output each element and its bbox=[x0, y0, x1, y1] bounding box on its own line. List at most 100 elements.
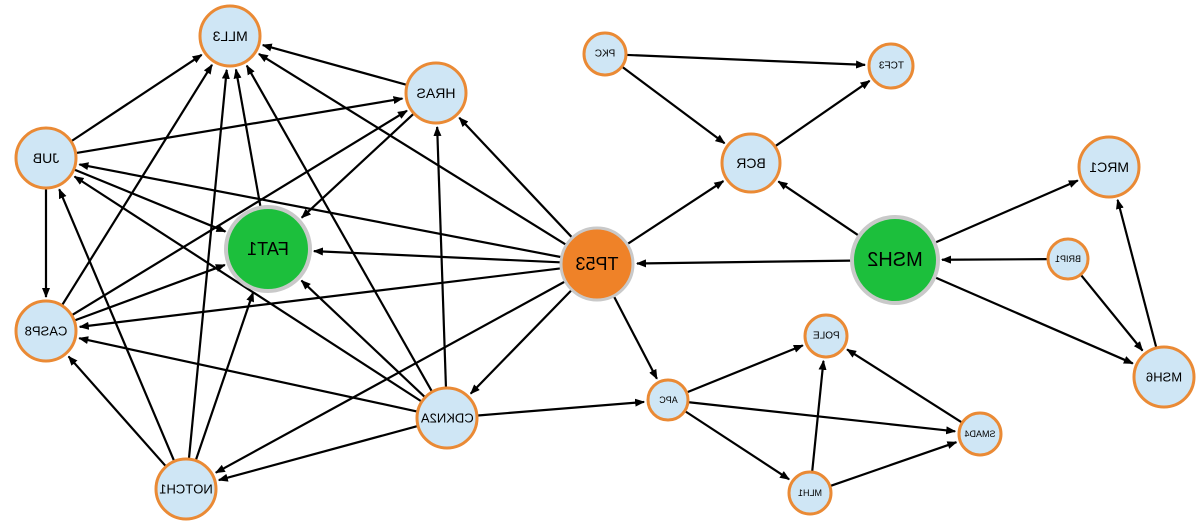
edge-notch1-to-jub bbox=[58, 188, 175, 461]
node-bcr[interactable]: BCR bbox=[720, 132, 782, 194]
edge-tp53-to-apc bbox=[613, 296, 658, 380]
node-label: CASP8 bbox=[25, 324, 68, 339]
node-cdkn2a[interactable]: CDKN2A bbox=[415, 386, 479, 450]
edge-cdkn2a-to-casp8 bbox=[78, 336, 417, 413]
edge-mlh1-to-smad4 bbox=[830, 441, 958, 487]
edge-cdkn2a-to-fat1 bbox=[300, 279, 426, 398]
node-label: SMAD4 bbox=[964, 429, 995, 439]
node-pole[interactable]: POLE bbox=[803, 313, 849, 359]
edge-cdkn2a-to-notch1 bbox=[217, 425, 418, 482]
node-circle bbox=[14, 299, 78, 363]
node-label: NOTCH1 bbox=[159, 482, 212, 497]
edge-casp8-to-mll3 bbox=[61, 63, 213, 306]
node-mll3[interactable]: MLL3 bbox=[198, 4, 262, 68]
edge-jub-to-fat1 bbox=[74, 168, 227, 233]
edge-notch1-to-fat1 bbox=[194, 291, 255, 461]
edge-tp53-to-casp8 bbox=[78, 267, 561, 330]
node-label: TCF3 bbox=[879, 61, 904, 72]
edge-tp53-to-jub bbox=[78, 162, 561, 259]
node-circle bbox=[1046, 237, 1090, 281]
edge-mlh1-to-pole bbox=[811, 359, 827, 472]
edge-brip1-to-msh2 bbox=[940, 255, 1048, 264]
node-label: MLH1 bbox=[798, 488, 822, 498]
node-smad4[interactable]: SMAD4 bbox=[957, 411, 1003, 457]
edge-hras-to-fat1 bbox=[300, 113, 415, 219]
node-mlh1[interactable]: MLH1 bbox=[787, 470, 833, 516]
edge-msh2-to-tp53 bbox=[635, 259, 852, 268]
node-label: CDKN2A bbox=[421, 411, 474, 426]
edge-tp53-to-notch1 bbox=[214, 280, 566, 474]
edge-casp8-to-fat1 bbox=[74, 263, 226, 322]
node-circle bbox=[415, 386, 479, 450]
node-circle bbox=[720, 132, 782, 194]
node-jub[interactable]: JUB bbox=[14, 126, 78, 190]
node-label: FAT1 bbox=[247, 239, 289, 259]
node-circle bbox=[224, 205, 312, 293]
edge-tp53-to-mll3 bbox=[258, 53, 567, 246]
edge-apc-to-mlh1 bbox=[684, 410, 790, 481]
node-label: TP53 bbox=[575, 254, 618, 274]
edge-msh2-to-mrc1 bbox=[934, 179, 1079, 244]
edge-casp8-to-hras bbox=[71, 109, 408, 316]
edge-cdkn2a-to-apc bbox=[477, 398, 646, 417]
node-circle bbox=[957, 411, 1003, 457]
node-casp8[interactable]: CASP8 bbox=[14, 299, 78, 363]
edge-fat1-to-mll3 bbox=[233, 68, 262, 207]
node-label: MLL3 bbox=[212, 28, 247, 44]
edge-smad4-to-pole bbox=[846, 348, 963, 424]
node-label: MRC1 bbox=[1089, 159, 1129, 175]
node-label: MSH6 bbox=[1146, 370, 1182, 385]
node-label: HRAS bbox=[417, 85, 456, 101]
edge-bcr-to-tcf3 bbox=[775, 79, 871, 147]
node-notch1[interactable]: NOTCH1 bbox=[154, 457, 218, 521]
node-circle bbox=[1132, 345, 1196, 409]
edge-msh2-to-msh6 bbox=[934, 276, 1134, 365]
node-circle bbox=[198, 4, 262, 68]
edge-brip1-to-msh6 bbox=[1080, 274, 1144, 352]
node-label: PKC bbox=[595, 49, 616, 60]
node-label: MSH2 bbox=[867, 249, 923, 271]
edge-msh2-to-bcr bbox=[777, 180, 860, 237]
node-mrc1[interactable]: MRC1 bbox=[1077, 135, 1141, 199]
node-label: POLE bbox=[813, 331, 840, 342]
edge-apc-to-pole bbox=[687, 344, 804, 394]
node-circle bbox=[559, 226, 635, 302]
node-circle bbox=[582, 31, 628, 77]
node-label: JUB bbox=[33, 150, 59, 166]
node-label: APC bbox=[659, 395, 678, 405]
edge-msh6-to-mrc1 bbox=[1116, 198, 1158, 348]
edge-tp53-to-bcr bbox=[627, 180, 725, 245]
edge-tp53-to-hras bbox=[458, 117, 573, 238]
node-apc[interactable]: APC bbox=[646, 378, 690, 422]
node-msh6[interactable]: MSH6 bbox=[1132, 345, 1196, 409]
node-circle bbox=[646, 378, 690, 422]
edge-pkc-to-tcf3 bbox=[626, 53, 867, 69]
node-circle bbox=[1077, 135, 1141, 199]
node-circle bbox=[787, 470, 833, 516]
node-circle bbox=[404, 61, 468, 125]
node-circle bbox=[850, 215, 940, 305]
node-label: BCR bbox=[736, 155, 766, 171]
node-msh2[interactable]: MSH2 bbox=[850, 215, 940, 305]
node-circle bbox=[803, 313, 849, 359]
edge-jub-to-mll3 bbox=[71, 53, 203, 142]
node-circle bbox=[867, 42, 915, 90]
edge-pkc-to-bcr bbox=[621, 66, 726, 145]
edges-layer bbox=[42, 43, 1158, 487]
node-pkc[interactable]: PKC bbox=[582, 31, 628, 77]
node-tp53[interactable]: TP53 bbox=[559, 226, 635, 302]
edge-tp53-to-cdkn2a bbox=[469, 289, 572, 395]
node-circle bbox=[14, 126, 78, 190]
node-fat1[interactable]: FAT1 bbox=[224, 205, 312, 293]
node-hras[interactable]: HRAS bbox=[404, 61, 468, 125]
edge-cdkn2a-to-jub bbox=[73, 175, 422, 403]
node-tcf3[interactable]: TCF3 bbox=[867, 42, 915, 90]
edge-hras-to-mll3 bbox=[261, 43, 407, 86]
node-circle bbox=[154, 457, 218, 521]
edge-notch1-to-casp8 bbox=[67, 355, 167, 467]
edge-tp53-to-fat1 bbox=[312, 247, 561, 264]
edge-apc-to-smad4 bbox=[688, 401, 957, 435]
node-brip1[interactable]: BRIP1 bbox=[1046, 237, 1090, 281]
